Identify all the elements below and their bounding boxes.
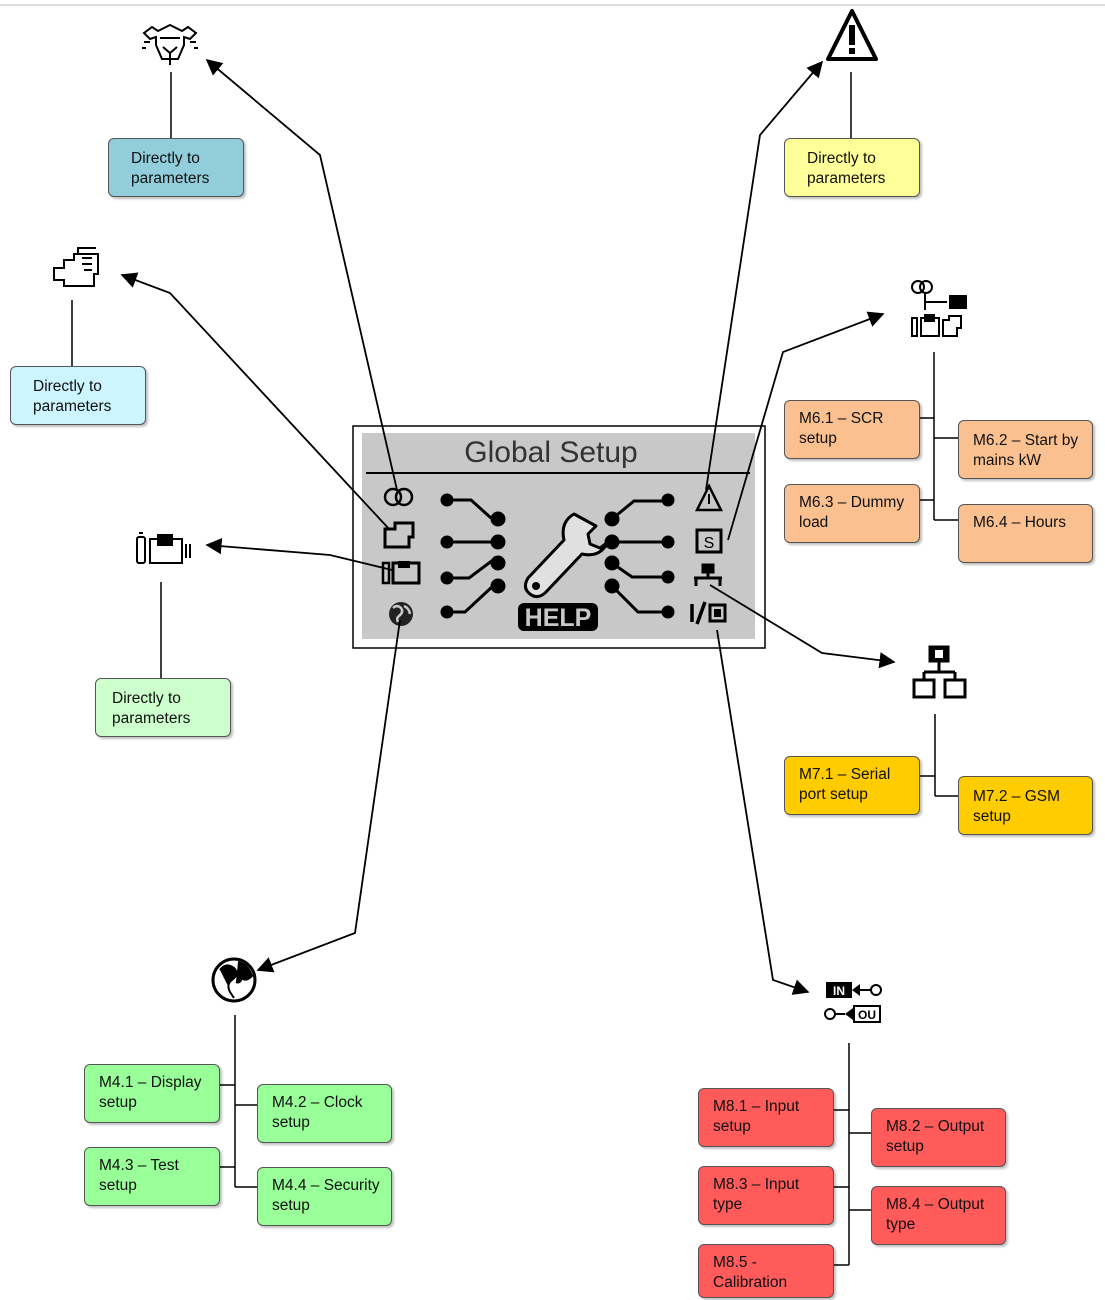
lcd-globe-icon[interactable] [389,602,413,626]
lcd-title: Global Setup [464,436,637,469]
m8-3-box[interactable]: M8.3 – Input type [698,1166,834,1225]
lcd-warning-icon[interactable] [694,483,724,512]
m4-tree-lines [220,1015,258,1188]
lcd-display: Global Setup [352,425,766,649]
lcd-help-label: HELP [525,604,592,632]
network-icon [912,645,967,699]
m6-2-box[interactable]: M6.2 – Start by mains kW [958,420,1093,479]
genset-battery-icon [136,532,191,564]
m8-5-box[interactable]: M8.5 - Calibration [698,1244,834,1298]
m7-2-box[interactable]: M7.2 – GSM setup [958,776,1093,835]
m7-1-box[interactable]: M7.1 – Serial port setup [784,756,920,815]
lcd-mains-genset-icon[interactable]: S [695,528,723,554]
io-icon-in-label: IN [833,984,845,998]
m7-tree-lines [920,714,958,797]
lcd-help-button[interactable]: HELP [518,603,598,632]
m8-2-box[interactable]: M8.2 – Output setup [871,1108,1006,1167]
m4-4-box[interactable]: M4.4 – Security setup [257,1167,392,1226]
box-top-left-direct-params[interactable]: Directly to parameters [108,138,244,197]
globe-icon [211,957,257,1003]
io-icon-out-label: OU [858,1008,876,1022]
lcd-genset-icon[interactable] [381,561,421,585]
box-genset-direct-params[interactable]: Directly to parameters [95,678,231,737]
m8-4-box[interactable]: M8.4 – Output type [871,1186,1006,1245]
m4-2-box[interactable]: M4.2 – Clock setup [257,1084,392,1143]
box-engine-direct-params[interactable]: Directly to parameters [10,366,146,425]
lcd-mains-icon[interactable] [383,487,414,507]
lcd-wrench-icon [523,512,610,599]
input-output-icon: IN OU [824,982,882,1023]
m6-4-box[interactable]: M6.4 – Hours [958,504,1093,563]
arrows [120,58,896,995]
mains-genset-icon [911,280,967,337]
lcd-right-connectors [604,493,675,619]
m6-3-box[interactable]: M6.3 – Dummy load [784,484,920,543]
m8-1-box[interactable]: M8.1 – Input setup [698,1088,834,1147]
svg-text:S: S [704,535,715,552]
generator-bulls-head-icon [142,23,198,65]
lcd-network-icon[interactable] [694,563,722,586]
m4-3-box[interactable]: M4.3 – Test setup [84,1147,220,1206]
m8-tree-lines [834,1043,872,1266]
lcd-left-connectors [440,493,506,619]
m4-1-box[interactable]: M4.1 – Display setup [84,1064,220,1123]
m6-tree-lines [919,352,958,521]
box-top-right-direct-params[interactable]: Directly to parameters [784,138,920,197]
lcd-io-icon[interactable] [690,601,727,625]
engine-icon [53,247,99,287]
lcd-engine-icon[interactable] [383,521,415,549]
m6-1-box[interactable]: M6.1 – SCR setup [784,400,920,459]
warning-triangle-icon [826,9,878,61]
